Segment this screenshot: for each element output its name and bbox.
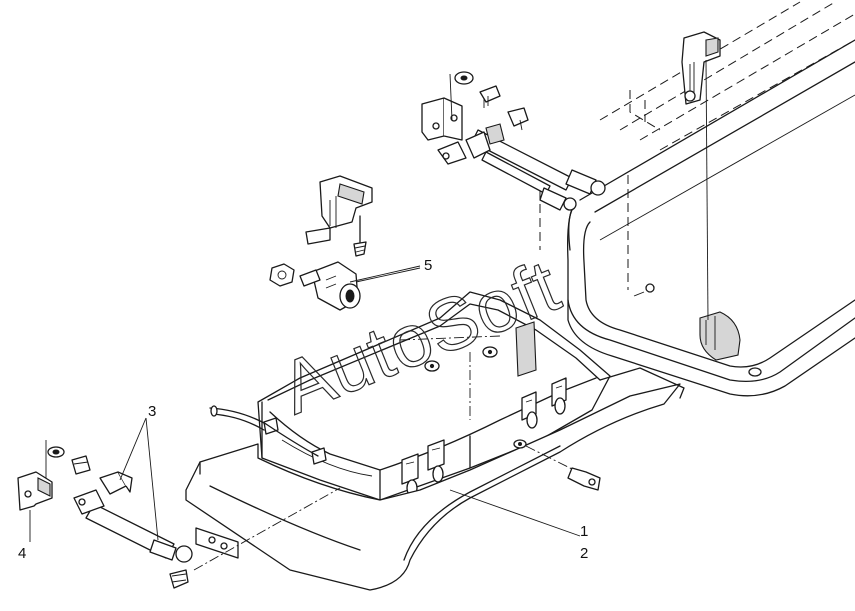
callout-3: 3 xyxy=(148,403,156,420)
leader-lines xyxy=(29,265,581,542)
upper-gas-struts xyxy=(421,71,606,211)
lower-gas-strut xyxy=(73,471,341,589)
callout-4: 4 xyxy=(18,545,26,562)
lock-cylinder xyxy=(269,261,421,311)
center-tray xyxy=(209,291,611,501)
lower-panel xyxy=(185,367,685,591)
upper-bracket-right xyxy=(681,31,721,321)
mounting-bracket xyxy=(305,175,373,257)
callout-5: 5 xyxy=(424,257,432,274)
callout-numbers: 1 2 3 4 5 xyxy=(18,257,588,562)
lower-left-bracket xyxy=(17,440,91,511)
callout-2: 2 xyxy=(580,545,588,562)
callout-1: 1 xyxy=(580,523,588,540)
right-housing xyxy=(567,39,855,397)
